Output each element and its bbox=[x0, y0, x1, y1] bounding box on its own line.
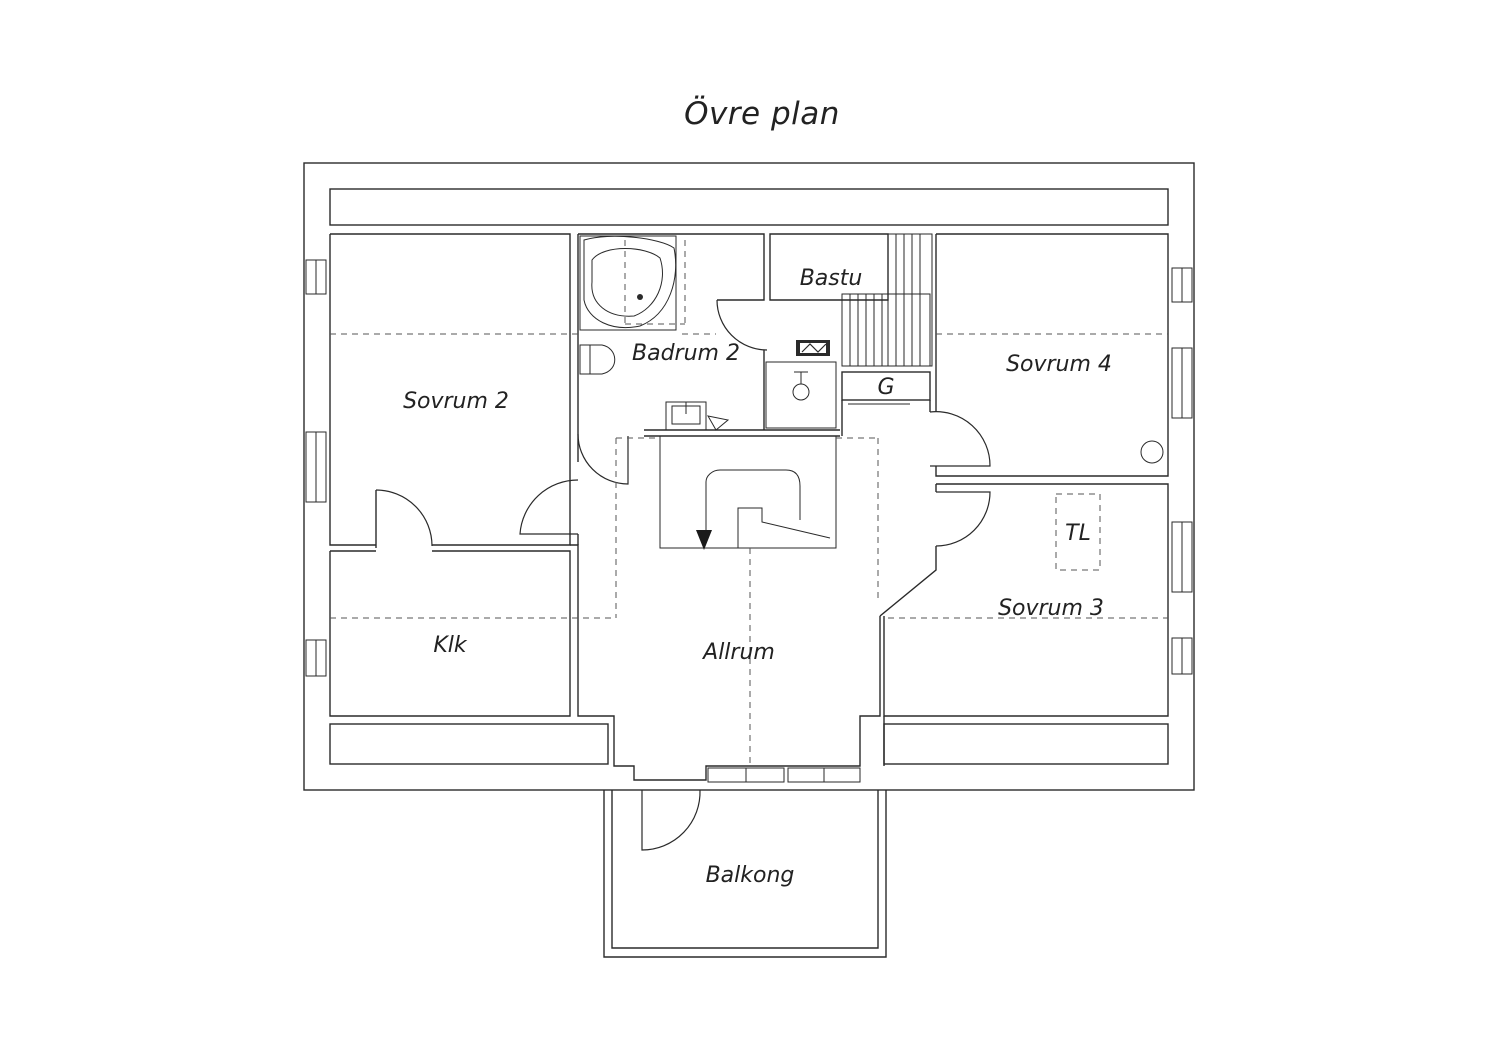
sink bbox=[665, 401, 730, 431]
label-g: G bbox=[877, 375, 894, 400]
room-g bbox=[841, 371, 931, 436]
room-bastu bbox=[716, 233, 889, 356]
label-sovrum-3: Sovrum 3 bbox=[998, 596, 1104, 621]
label-tl: TL bbox=[1065, 521, 1091, 546]
balcony-windows bbox=[707, 767, 861, 783]
label-sovrum-4: Sovrum 4 bbox=[1006, 352, 1112, 377]
room-sovrum-4 bbox=[935, 233, 1169, 477]
shower bbox=[765, 361, 837, 429]
left-windows bbox=[305, 259, 327, 677]
label-allrum: Allrum bbox=[701, 640, 775, 665]
door-sovrum-2 bbox=[375, 489, 433, 548]
corner-bathtub bbox=[579, 235, 686, 331]
stairwell bbox=[659, 435, 837, 550]
outer-wall bbox=[303, 162, 1195, 791]
door-badrum-2 bbox=[577, 433, 629, 485]
chimney-icon bbox=[1140, 440, 1164, 464]
room-allrum bbox=[519, 434, 885, 781]
label-klk: Klk bbox=[433, 633, 468, 658]
door-sovrum-4 bbox=[929, 411, 991, 467]
room-sovrum-3 bbox=[879, 483, 1169, 717]
label-sovrum-2: Sovrum 2 bbox=[403, 389, 509, 414]
stair-arrow-icon bbox=[696, 530, 712, 550]
room-klk bbox=[329, 550, 571, 717]
top-eave-storage bbox=[329, 188, 1169, 226]
tl-hatch bbox=[1055, 493, 1101, 571]
page-title: Övre plan bbox=[684, 96, 840, 132]
room-badrum-2 bbox=[577, 233, 840, 437]
stairs-upper bbox=[841, 233, 933, 367]
door-sovrum-3 bbox=[935, 491, 991, 547]
bottom-right-eave-storage bbox=[883, 723, 1169, 765]
room-balkong bbox=[603, 789, 887, 958]
room-sovrum-2 bbox=[329, 233, 571, 552]
label-balkong: Balkong bbox=[706, 863, 795, 888]
roof-slope-lines bbox=[330, 333, 1168, 766]
bottom-left-eave-storage bbox=[329, 723, 609, 765]
label-badrum-2: Badrum 2 bbox=[632, 341, 740, 366]
toilet bbox=[579, 344, 616, 375]
right-windows bbox=[1171, 267, 1193, 675]
label-bastu: Bastu bbox=[800, 266, 863, 291]
